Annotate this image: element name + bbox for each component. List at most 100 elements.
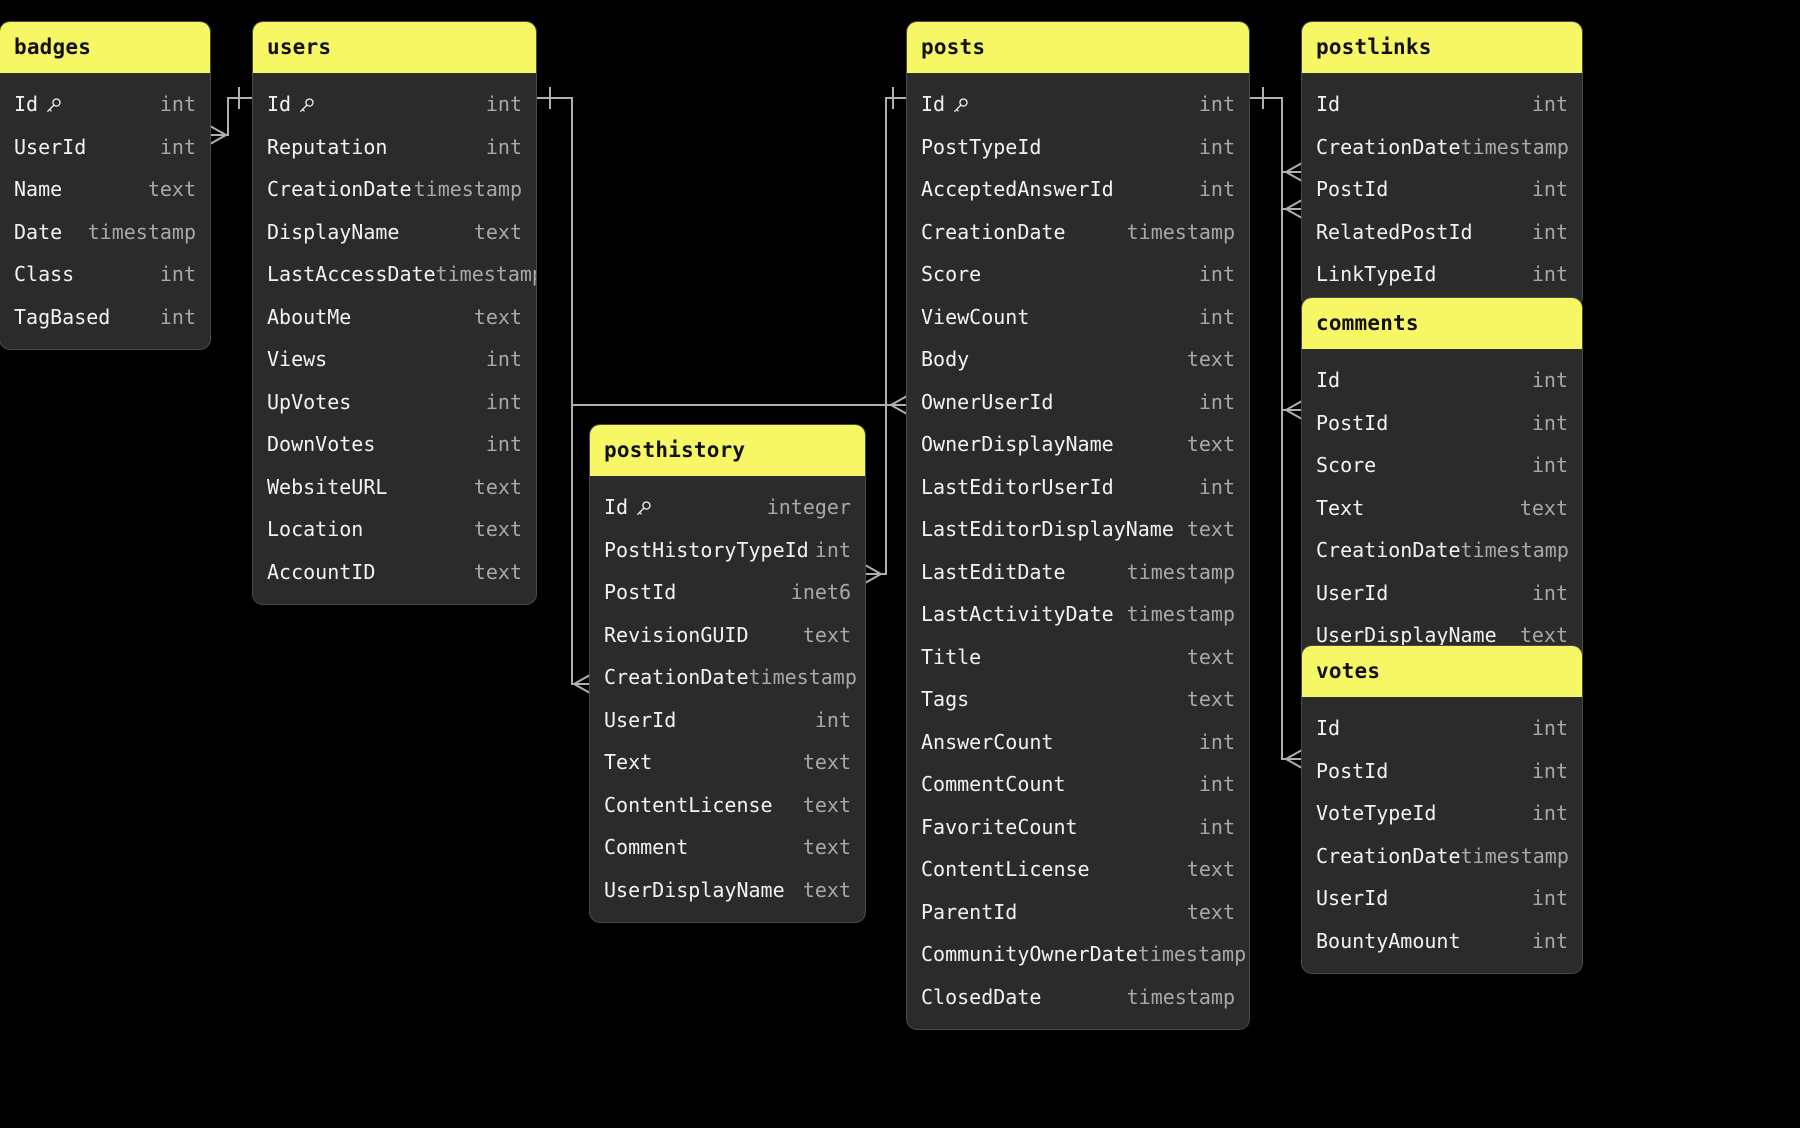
column-label: WebsiteURL [267, 474, 388, 499]
column-name: Text [604, 750, 652, 774]
column-name: UpVotes [267, 390, 351, 414]
column-name: Date [14, 220, 62, 244]
column-type: inet6 [790, 580, 851, 605]
column-type: text [802, 750, 851, 775]
table-title-votes: votes [1302, 646, 1582, 697]
primary-key-icon [635, 500, 652, 517]
column-label: Tags [921, 687, 970, 712]
column-row[interactable]: ViewCount int [907, 296, 1249, 339]
column-type: int [485, 389, 522, 414]
column-name: PostTypeId [921, 135, 1041, 159]
column-type: int [1198, 772, 1235, 797]
column-label: CreationDate [604, 665, 749, 690]
column-name: Title [921, 645, 981, 669]
column-type: timestamp [1460, 538, 1569, 563]
column-row[interactable]: UpVotes int [253, 381, 536, 424]
column-row[interactable]: Text text [590, 741, 865, 784]
column-name: CreationDate [1316, 538, 1461, 562]
column-label: ParentId [921, 899, 1018, 924]
column-type: int [1198, 304, 1235, 329]
column-name: ViewCount [921, 305, 1029, 329]
relationship-users-posts [536, 87, 908, 415]
column-type: timestamp [1460, 134, 1569, 159]
column-name: ContentLicense [921, 857, 1090, 881]
column-label: Id [267, 92, 292, 117]
column-type: int [1531, 716, 1568, 741]
column-type: int [1531, 92, 1568, 117]
